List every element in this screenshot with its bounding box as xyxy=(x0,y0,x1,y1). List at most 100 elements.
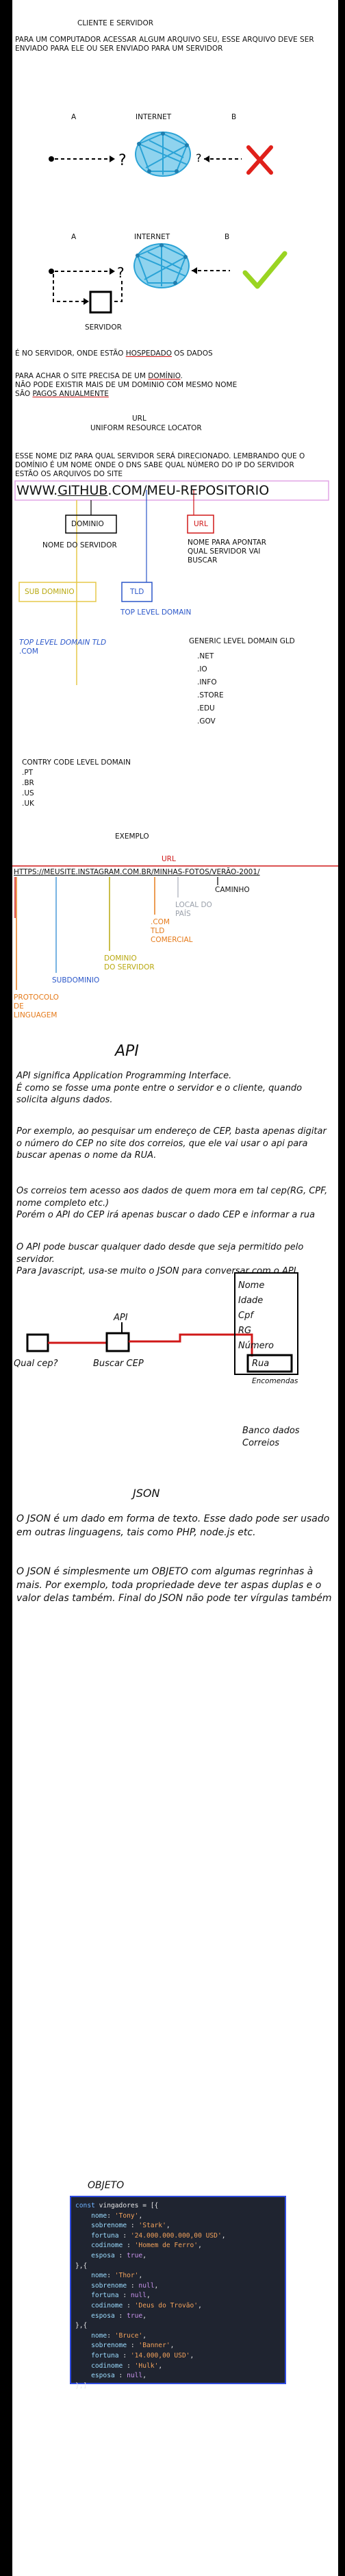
sub-dominio-label: SUB DOMINIO xyxy=(25,588,75,596)
diagram1-art: ? ? xyxy=(49,132,273,177)
server-box xyxy=(89,290,112,314)
country-item: .PT xyxy=(22,769,34,777)
com-tld-label: .COM TLD COMERCIAL xyxy=(151,918,193,944)
section-title: CLIENTE E SERVIDOR xyxy=(77,19,154,27)
generic-item: .NET xyxy=(197,652,214,660)
nome-servidor: NOME DO SERVIDOR xyxy=(42,541,117,549)
generic-title: GENERIC LEVEL DOMAIN GLD xyxy=(189,637,295,645)
servidor-label: SERVIDOR xyxy=(85,323,122,332)
code-text: const vingadores = [{ nome: 'Tony', sobr… xyxy=(71,2197,285,2395)
intro-text: PARA UM COMPUTADOR ACESSAR ALGUM ARQUIVO… xyxy=(15,36,314,53)
code-line: codinome : 'Deus do Trovão', xyxy=(91,2301,202,2309)
api-p1: API significa Application Programming In… xyxy=(16,1071,303,1105)
notes-page: CLIENTE E SERVIDOR PARA UM COMPUTADOR AC… xyxy=(12,0,338,2576)
caminho-label: CAMINHO xyxy=(215,886,250,894)
domain-note: PARA ACHAR O SITE PRECISA DE UM DOMÍNIO.… xyxy=(15,372,238,398)
db-field: RG xyxy=(238,1326,252,1336)
url-example-2: HTTPS://MEUSITE.INSTAGRAM.COM.BR/MINHAS-… xyxy=(14,868,260,876)
subdominio-label: SUBDOMINIO xyxy=(52,976,100,984)
db-field: Idade xyxy=(238,1296,264,1306)
json-p2: O JSON é simplesmente um OBJETO com algu… xyxy=(16,1566,332,1604)
code-line: fortuna : '14.000,00 USD', xyxy=(91,2351,194,2360)
internet-network-icon xyxy=(135,132,191,177)
internet-label-2: INTERNET xyxy=(134,233,170,241)
url-box-label: URL xyxy=(194,520,208,528)
top-level-domain-label: TOP LEVEL DOMAIN xyxy=(120,608,192,617)
generic-item: .EDU xyxy=(197,704,215,713)
code-line: nome: 'Bruce', xyxy=(91,2331,146,2340)
question-mark-b: ? xyxy=(196,151,202,164)
b-label: B xyxy=(231,113,237,121)
api-p4: O API pode buscar qualquer dado desde qu… xyxy=(16,1242,304,1276)
json-title: JSON xyxy=(133,1487,160,1500)
code-line: },{ xyxy=(75,2322,88,2330)
generic-item: .INFO xyxy=(197,678,217,686)
db-field: Nome xyxy=(238,1280,265,1291)
dns-note: ESSE NOME DIZ PARA QUAL SERVIDOR SERÁ DI… xyxy=(15,452,305,478)
svg-text:?: ? xyxy=(117,264,125,281)
url-label: URL xyxy=(132,414,146,423)
code-line: fortuna : null, xyxy=(91,2292,151,2300)
json-p1: O JSON é um dado em forma de texto. Esse… xyxy=(16,1513,330,1538)
db-field: Cpf xyxy=(238,1311,253,1321)
green-check-icon xyxy=(242,251,288,289)
exemplo-label: EXEMPLO xyxy=(115,832,149,841)
api-title: API xyxy=(115,1043,139,1060)
tld-title: TOP LEVEL DOMAIN TLD xyxy=(19,639,107,647)
url-meaning: UNIFORM RESOURCE LOCATOR xyxy=(90,424,202,432)
b-label-2: B xyxy=(225,233,230,241)
code-line: esposa : true, xyxy=(91,2312,146,2320)
code-line: nome: 'Tony', xyxy=(91,2212,143,2220)
arrow-head-a xyxy=(110,156,115,162)
code-line: },] xyxy=(75,2381,88,2390)
db-field: Número xyxy=(238,1341,274,1351)
a-label-2: A xyxy=(71,233,77,241)
code-snippet: const vingadores = [{ nome: 'Tony', sobr… xyxy=(70,2196,286,2390)
database-box xyxy=(234,1272,298,1375)
url-example-1: WWW.GITHUB.COM/MEU-REPOSITORIO xyxy=(16,483,270,498)
a-label: A xyxy=(71,113,77,121)
url-box xyxy=(187,515,214,534)
question-mark-a: ? xyxy=(118,152,127,169)
code-line: esposa : null, xyxy=(91,2372,146,2380)
code-line: sobrenome : 'Banner', xyxy=(91,2342,175,2350)
sub-dominio-box xyxy=(18,582,97,602)
db-caption: Banco dados Correios xyxy=(242,1426,300,1448)
local-pais-label: LOCAL DO PAÍS xyxy=(175,901,212,918)
url-example2-lines xyxy=(12,865,338,990)
dominio-box-label: DOMINIO xyxy=(71,520,104,528)
generic-item: .IO xyxy=(197,665,207,673)
dominio-servidor-label: DOMINIO DO SERVIDOR xyxy=(104,954,155,971)
code-line: sobrenome : null, xyxy=(91,2281,159,2290)
red-x-icon xyxy=(246,145,273,175)
tld-label: TLD xyxy=(130,588,144,596)
protocolo-label: PROTOCOLO DE LINGUAGEM xyxy=(14,993,59,1019)
hosted-note: É NO SERVIDOR, ONDE ESTÃO HOSPEDADO OS D… xyxy=(15,349,213,358)
country-item: .BR xyxy=(22,779,34,787)
qual-cep-label: Qual cep? xyxy=(14,1359,58,1369)
db-field-rua: Rua xyxy=(252,1359,270,1369)
code-line: fortuna : '24.000.000.000,00 USD', xyxy=(91,2231,226,2240)
rua-highlight xyxy=(246,1354,293,1373)
url-frame xyxy=(14,480,329,501)
api-p3: Os correios tem acesso aos dados de quem… xyxy=(16,1186,328,1220)
buscar-cep-label: Buscar CEP xyxy=(93,1359,144,1369)
tld-box xyxy=(121,582,153,602)
generic-item: .STORE xyxy=(197,691,224,699)
computer-a-dot xyxy=(49,156,54,162)
code-line: const vingadores = [{ xyxy=(75,2202,159,2209)
url-example1-frames xyxy=(14,480,329,685)
api-db-link xyxy=(129,1333,253,1357)
objeto-label: OBJETO xyxy=(88,2180,125,2191)
code-line: codinome : 'Hulk', xyxy=(91,2362,163,2370)
nome-apontar: NOME PARA APONTAR QUAL SERVIDOR VAI BUSC… xyxy=(188,538,267,565)
code-line: nome: 'Thor', xyxy=(91,2272,143,2280)
generic-item: .GOV xyxy=(197,717,216,726)
api-p2: Por exemplo, ao pesquisar um endereço de… xyxy=(16,1126,327,1161)
api-box xyxy=(105,1332,130,1352)
code-line: sobrenome : 'Stark', xyxy=(91,2222,170,2230)
internet-label: INTERNET xyxy=(136,113,172,121)
country-title: CONTRY CODE LEVEL DOMAIN xyxy=(22,758,131,767)
country-item: .US xyxy=(22,789,34,797)
code-line: codinome : 'Homem de Ferro', xyxy=(91,2242,202,2250)
